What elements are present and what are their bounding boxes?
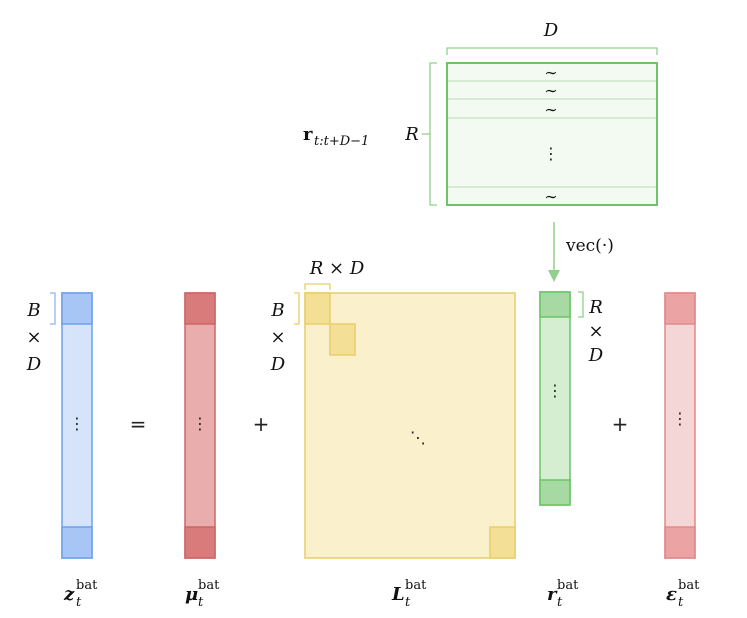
plus-sign-1: +	[253, 412, 270, 436]
eps-label: ε	[666, 584, 677, 605]
r-label: r	[547, 584, 558, 605]
mu-vector	[184, 292, 216, 559]
L-label-sub: t	[405, 595, 411, 610]
mu-bottom-block	[184, 526, 216, 559]
L-side-brace	[294, 292, 300, 325]
eps-vector	[664, 292, 696, 559]
mu-label-sup: bat	[198, 578, 220, 593]
L-side-top: B	[270, 300, 284, 321]
r-top-block	[539, 291, 571, 318]
L-block-1	[304, 292, 331, 325]
top-matrix-name: r	[303, 124, 313, 145]
L-label-sup: bat	[405, 578, 427, 593]
r-column: ⋮ R × D r t bat	[539, 291, 604, 610]
mu-top-block	[184, 292, 216, 325]
z-label: z	[63, 584, 75, 605]
L-top-label: R × D	[309, 258, 365, 279]
z-label-sup: bat	[76, 578, 98, 593]
top-matrix-box	[446, 62, 658, 206]
L-block-2	[329, 323, 356, 356]
top-vdots: ⋮	[543, 144, 559, 163]
r-side-top: R	[588, 297, 603, 318]
row-tilde: ∼	[544, 187, 557, 206]
vec-arrow: vec(·)	[548, 222, 614, 282]
mu-vdots: ⋮	[192, 414, 208, 433]
top-height-label: R	[404, 124, 419, 145]
r-brace	[578, 291, 584, 318]
eps-vdots: ⋮	[672, 409, 688, 428]
z-column: ⋮ B × D z t bat	[26, 292, 98, 610]
z-bottom-block	[61, 526, 93, 559]
L-side-mid: ×	[270, 327, 285, 348]
plus-sign-2: +	[612, 412, 629, 436]
z-side-bot: D	[26, 354, 42, 375]
mu-column: ⋮ μ t bat	[184, 292, 220, 610]
top-matrix: D ∼ ∼ ∼ ⋮ ∼ R r t:t+D−1	[303, 20, 658, 206]
width-brace	[446, 47, 658, 55]
vec-label: vec(·)	[565, 236, 614, 256]
mu-label-sub: t	[198, 595, 204, 610]
r-side-mid: ×	[588, 321, 603, 342]
z-vdots: ⋮	[69, 414, 85, 433]
r-vector	[539, 291, 571, 506]
r-label-sub: t	[557, 595, 563, 610]
mu-label: μ	[185, 584, 198, 605]
r-label-sup: bat	[557, 578, 579, 593]
z-top-block	[61, 292, 93, 325]
L-label: L	[391, 584, 405, 605]
equals-sign: =	[130, 412, 147, 436]
L-side-bot: D	[270, 354, 286, 375]
row-tilde: ∼	[544, 100, 557, 119]
eps-top-block	[664, 292, 696, 325]
row-tilde: ∼	[544, 81, 557, 100]
r-bottom-block	[539, 479, 571, 506]
height-brace	[429, 62, 437, 206]
z-side-top: B	[26, 300, 40, 321]
z-label-sub: t	[76, 595, 82, 610]
z-brace	[50, 292, 56, 325]
L-block-last	[489, 526, 516, 559]
r-vdots: ⋮	[547, 381, 563, 400]
top-matrix-subscript: t:t+D−1	[314, 134, 369, 149]
L-top-brace	[304, 283, 331, 290]
L-matrix: R × D ⋱ B × D L t bat	[270, 258, 516, 610]
L-matrix-box	[304, 292, 516, 559]
eps-label-sup: bat	[678, 578, 700, 593]
eps-column: ⋮ ε t bat	[664, 292, 700, 610]
eps-bottom-block	[664, 526, 696, 559]
z-vector	[61, 292, 93, 559]
z-side-mid: ×	[26, 327, 41, 348]
eps-label-sub: t	[678, 595, 684, 610]
row-tilde: ∼	[544, 63, 557, 82]
L-ddots: ⋱	[410, 428, 426, 447]
top-width-label: D	[543, 20, 559, 41]
r-side-bot: D	[588, 345, 604, 366]
